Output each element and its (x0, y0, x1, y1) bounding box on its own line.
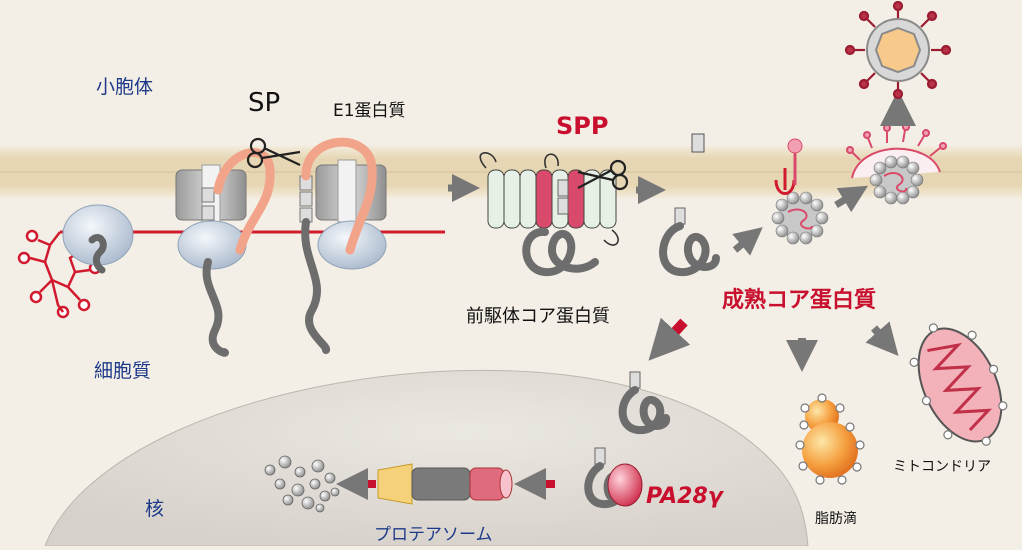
core-protein-icon (659, 207, 720, 277)
label-e1: E1蛋白質 (333, 101, 406, 121)
spp-complex-icon (479, 152, 619, 277)
translocon-icon (175, 148, 275, 357)
label-mitochondria: ミトコンドリア (893, 459, 991, 475)
label-mature: 成熟コア蛋白質 (722, 288, 877, 313)
flow-arrow (732, 227, 763, 256)
label-er: 小胞体 (96, 76, 154, 98)
label-proteasome: プロテアソーム (374, 525, 493, 545)
proteasome-icon (377, 463, 513, 505)
translocon-icon (299, 137, 387, 354)
label-spp: SPP (556, 112, 609, 140)
scissors-icon (246, 137, 301, 169)
label-precursor: 前駆体コア蛋白質 (466, 306, 610, 327)
label-cytoplasm: 細胞質 (94, 360, 152, 382)
lipid-droplet-icon (795, 393, 865, 485)
core-protein-icon (618, 371, 671, 435)
ribosome-icon (62, 204, 134, 274)
pa28-complex-icon (584, 447, 643, 509)
flow-arrow (834, 185, 869, 213)
flow-arrow (648, 317, 691, 361)
flow-arrow (865, 321, 899, 357)
label-lipid: 脂肪滴 (815, 511, 857, 527)
peptide-icon (691, 133, 705, 153)
budding-virion-icon (846, 123, 947, 205)
scissors-icon (577, 159, 629, 191)
nucleocapsid-icon (771, 138, 829, 245)
rna-structure-icon (17, 229, 102, 319)
mitochondrion-icon (909, 323, 1008, 446)
label-sp: SP (248, 88, 281, 118)
label-nucleus: 核 (145, 498, 165, 520)
virion-icon (844, 0, 952, 100)
peptide-fragments-icon (264, 455, 340, 513)
label-pa28: PA28γ (646, 484, 723, 509)
